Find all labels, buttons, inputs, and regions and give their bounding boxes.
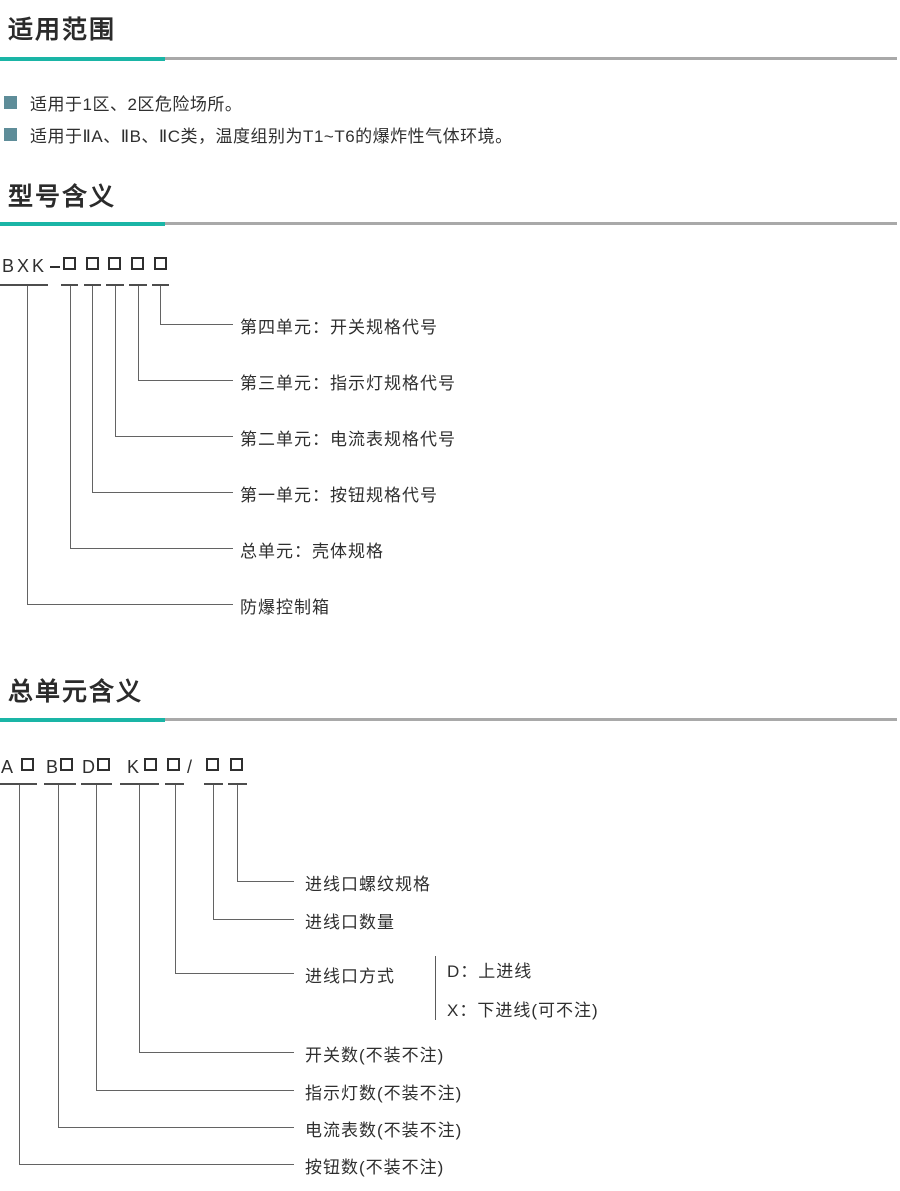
unit-code-letter: B [46,757,62,777]
code-dash [50,266,60,268]
connector-line [96,785,294,1091]
code-placeholder-box [131,257,144,270]
bullet-item: 适用于1区、2区危险场所。 [4,90,242,115]
code-tick-line [81,783,112,785]
inlet-option: X：下进线(可不注) [447,1001,599,1020]
section-title-unit: 总单元含义 [8,678,144,706]
connector-line [160,286,233,325]
code-placeholder-box [167,758,180,771]
connector-line [115,286,233,437]
unit-code-letter: / [187,757,196,777]
rule-teal-segment [0,718,165,722]
diagram-label: 按钮数(不装不注) [305,1158,445,1177]
code-placeholder-box [206,758,219,771]
diagram-label: 第二单元：电流表规格代号 [240,430,456,449]
code-placeholder-box [60,758,73,771]
connector-line [213,785,294,920]
bullet-text: 适用于1区、2区危险场所。 [30,95,243,114]
option-divider-line [435,956,436,1020]
unit-code-letter: A [1,757,17,777]
inlet-option: D：上进线 [447,962,533,981]
connector-line [237,785,294,882]
diagram-label: 指示灯数(不装不注) [305,1084,463,1103]
rule-gray-segment [165,57,897,60]
section-rule [0,222,897,226]
diagram-label: 电流表数(不装不注) [305,1121,463,1140]
model-code-prefix: BXK [2,256,48,276]
connector-line [70,286,233,549]
connector-line [175,785,294,974]
code-placeholder-box [97,758,110,771]
diagram-label: 第一单元：按钮规格代号 [240,486,438,505]
code-placeholder-box [144,758,157,771]
code-placeholder-box [63,257,76,270]
code-tick-line [61,284,78,286]
diagram-label: 第四单元：开关规格代号 [240,318,438,337]
diagram-label: 开关数(不装不注) [305,1046,445,1065]
code-placeholder-box [21,758,34,771]
section-rule [0,57,897,61]
code-tick-line [106,284,124,286]
code-tick-line [152,284,169,286]
bullet-item: 适用于ⅡA、ⅡB、ⅡC类，温度组别为T1~T6的爆炸性气体环境。 [4,122,513,147]
rule-teal-segment [0,57,165,61]
code-tick-line [0,284,48,286]
rule-gray-segment [165,222,897,225]
connector-line [19,785,294,1165]
code-placeholder-box [108,257,121,270]
connector-line [27,286,233,605]
diagram-label: 防爆控制箱 [240,598,330,617]
unit-code-letter: D [82,757,98,777]
bullet-square-icon [4,96,17,109]
section-title-model: 型号含义 [8,183,117,211]
unit-code-letter: K [127,757,143,777]
connector-line [139,785,294,1053]
code-tick-line [44,783,76,785]
rule-teal-segment [0,222,165,226]
bullet-square-icon [4,128,17,141]
code-placeholder-box [230,758,243,771]
code-tick-line [204,783,223,785]
connector-line [138,286,233,381]
connector-line [92,286,233,493]
diagram-label: 进线口方式 [305,967,395,986]
code-tick-line [120,783,159,785]
diagram-label: 进线口螺纹规格 [305,875,431,894]
section-rule [0,718,897,722]
section-title-scope: 适用范围 [8,16,117,44]
code-tick-line [228,783,247,785]
code-placeholder-box [86,257,99,270]
code-tick-line [0,783,37,785]
diagram-label: 总单元：壳体规格 [240,542,384,561]
diagram-label: 进线口数量 [305,913,395,932]
rule-gray-segment [165,718,897,721]
code-placeholder-box [154,257,167,270]
code-tick-line [165,783,184,785]
connector-line [58,785,294,1128]
code-tick-line [84,284,101,286]
diagram-label: 第三单元：指示灯规格代号 [240,374,456,393]
code-tick-line [129,284,147,286]
bullet-text: 适用于ⅡA、ⅡB、ⅡC类，温度组别为T1~T6的爆炸性气体环境。 [30,127,513,146]
